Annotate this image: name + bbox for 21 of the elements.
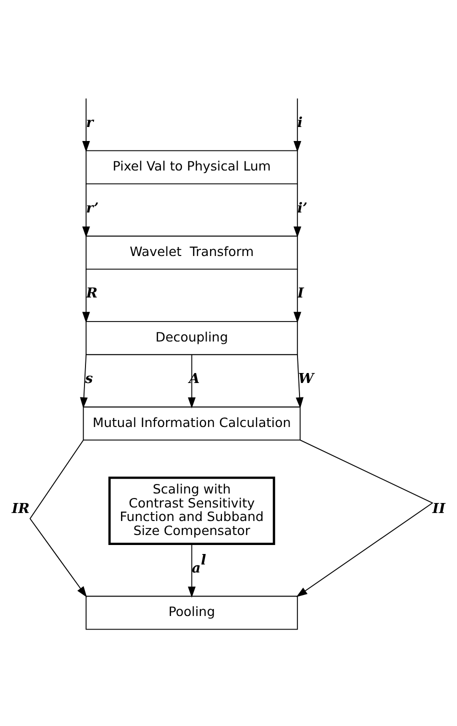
node-box: Mutual Information Calculation: [82, 406, 301, 440]
edge-label: r’: [86, 200, 99, 216]
node-box: Pixel Val to Physical Lum: [86, 150, 298, 184]
arrow: [188, 542, 196, 598]
node-box: Pooling: [86, 595, 298, 630]
edge-label: II: [432, 500, 446, 517]
arrow: [30, 439, 87, 597]
arrow: [82, 98, 90, 152]
node-box: Scaling with Contrast Sensitivity Function and Subband Size Compensator: [108, 476, 276, 545]
arrow: [82, 182, 90, 238]
arrow: [294, 182, 302, 238]
edge-label: W: [298, 370, 314, 387]
arrow: [296, 354, 304, 408]
edge-label: IR: [12, 500, 30, 517]
edge-label: s: [85, 370, 93, 387]
edge-label: r: [86, 114, 94, 130]
arrow: [82, 268, 90, 322]
node-box: Wavelet Transform: [86, 235, 298, 270]
arrow: [296, 439, 433, 597]
arrow: [80, 354, 88, 408]
node-box: Decoupling: [86, 320, 298, 355]
